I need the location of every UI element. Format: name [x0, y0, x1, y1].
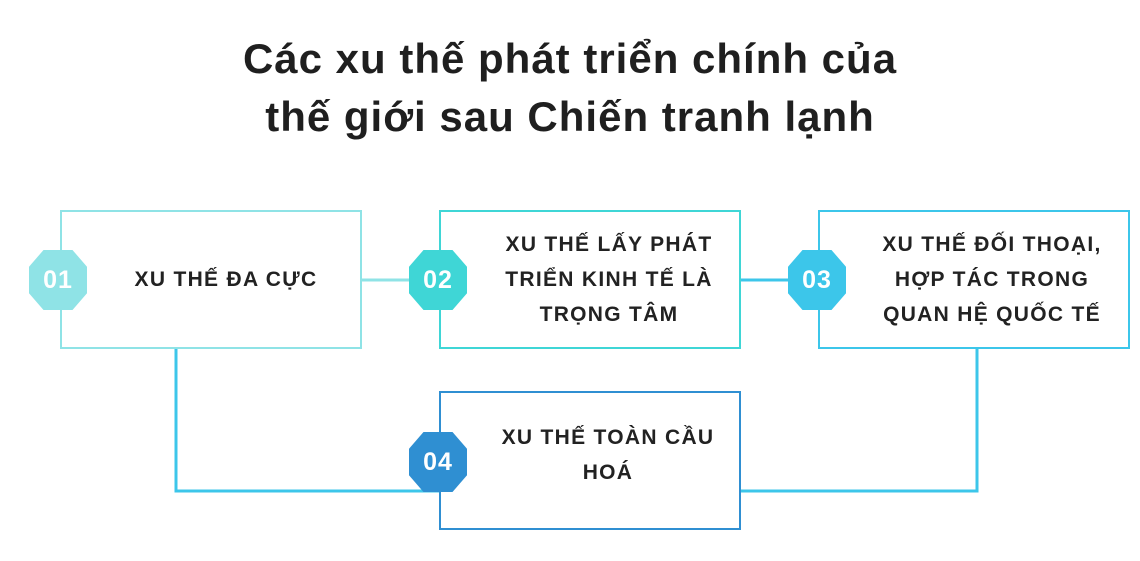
step-box-02: XU THẾ LẤY PHÁT TRIỂN KINH TẾ LÀ TRỌNG T… — [439, 210, 741, 349]
step-label-02: XU THẾ LẤY PHÁT TRIỂN KINH TẾ LÀ TRỌNG T… — [505, 233, 713, 326]
connector-03-04 — [740, 348, 979, 493]
step-number-02: 02 — [423, 265, 453, 294]
step-number-04: 04 — [423, 447, 453, 476]
title-line-2: thế giới sau Chiến tranh lạnh — [265, 93, 875, 140]
step-badge-03: 03 — [788, 250, 846, 310]
step-box-01: XU THẾ ĐA CỰC — [60, 210, 362, 349]
step-label-03: XU THẾ ĐỐI THOẠI, HỢP TÁC TRONG QUAN HỆ … — [882, 233, 1102, 326]
step-label-01: XU THẾ ĐA CỰC — [134, 268, 318, 291]
title-line-1: Các xu thế phát triển chính của — [242, 35, 898, 82]
step-number-03: 03 — [802, 265, 832, 294]
diagram-title: Các xu thế phát triển chính của thế giới… — [0, 30, 1140, 146]
step-badge-02: 02 — [409, 250, 467, 310]
step-label-04: XU THẾ TOÀN CẦU HOÁ — [501, 426, 715, 484]
step-badge-01: 01 — [29, 250, 87, 310]
step-box-04: XU THẾ TOÀN CẦU HOÁ — [439, 391, 741, 530]
step-box-03: XU THẾ ĐỐI THOẠI, HỢP TÁC TRONG QUAN HỆ … — [818, 210, 1130, 349]
step-badge-04: 04 — [409, 432, 467, 492]
step-number-01: 01 — [43, 265, 73, 294]
connector-01-04 — [174, 348, 440, 493]
